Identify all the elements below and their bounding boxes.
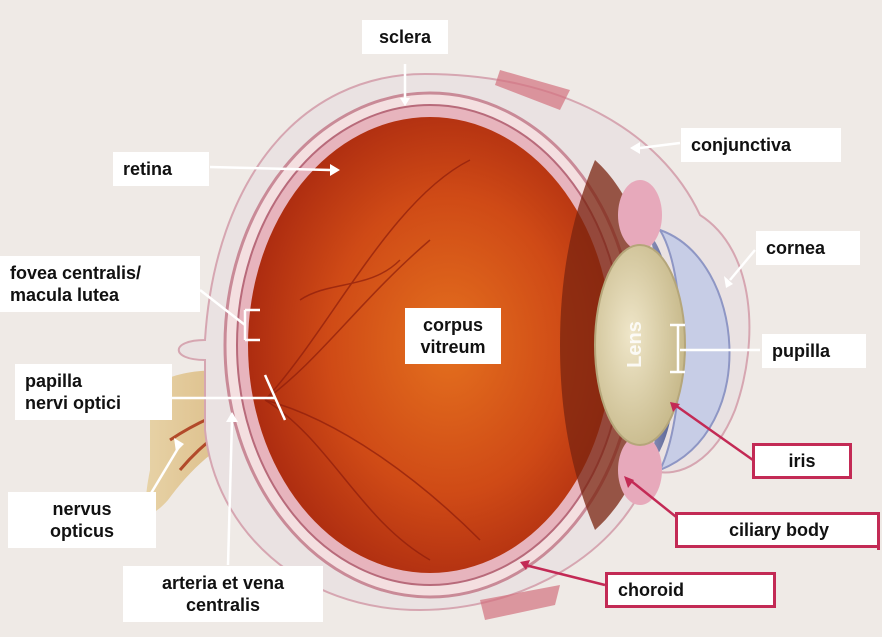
- iris-label: iris: [752, 443, 852, 479]
- choroid-label: choroid: [605, 572, 775, 608]
- retina-label: retina: [113, 152, 209, 186]
- nervus-opticus-label: nervus opticus: [8, 492, 156, 548]
- corpus-vitreum-label: corpus vitreum: [405, 308, 501, 364]
- pupilla-label: pupilla: [762, 334, 866, 368]
- ciliary-body-label: ciliary body: [675, 512, 880, 548]
- conjunctiva-label: conjunctiva: [681, 128, 841, 162]
- cornea-label: cornea: [756, 231, 860, 265]
- arteria-label: arteria et vena centralis: [123, 566, 323, 622]
- ciliary-bracket-right: [877, 512, 880, 550]
- papilla-label: papilla nervi optici: [15, 364, 172, 420]
- ciliary-body-top: [618, 180, 662, 250]
- sclera-label: sclera: [362, 20, 448, 54]
- choroid-bracket-right: [773, 572, 776, 608]
- fovea-label: fovea centralis/ macula lutea: [0, 256, 200, 312]
- lens-label: Lens: [624, 321, 647, 368]
